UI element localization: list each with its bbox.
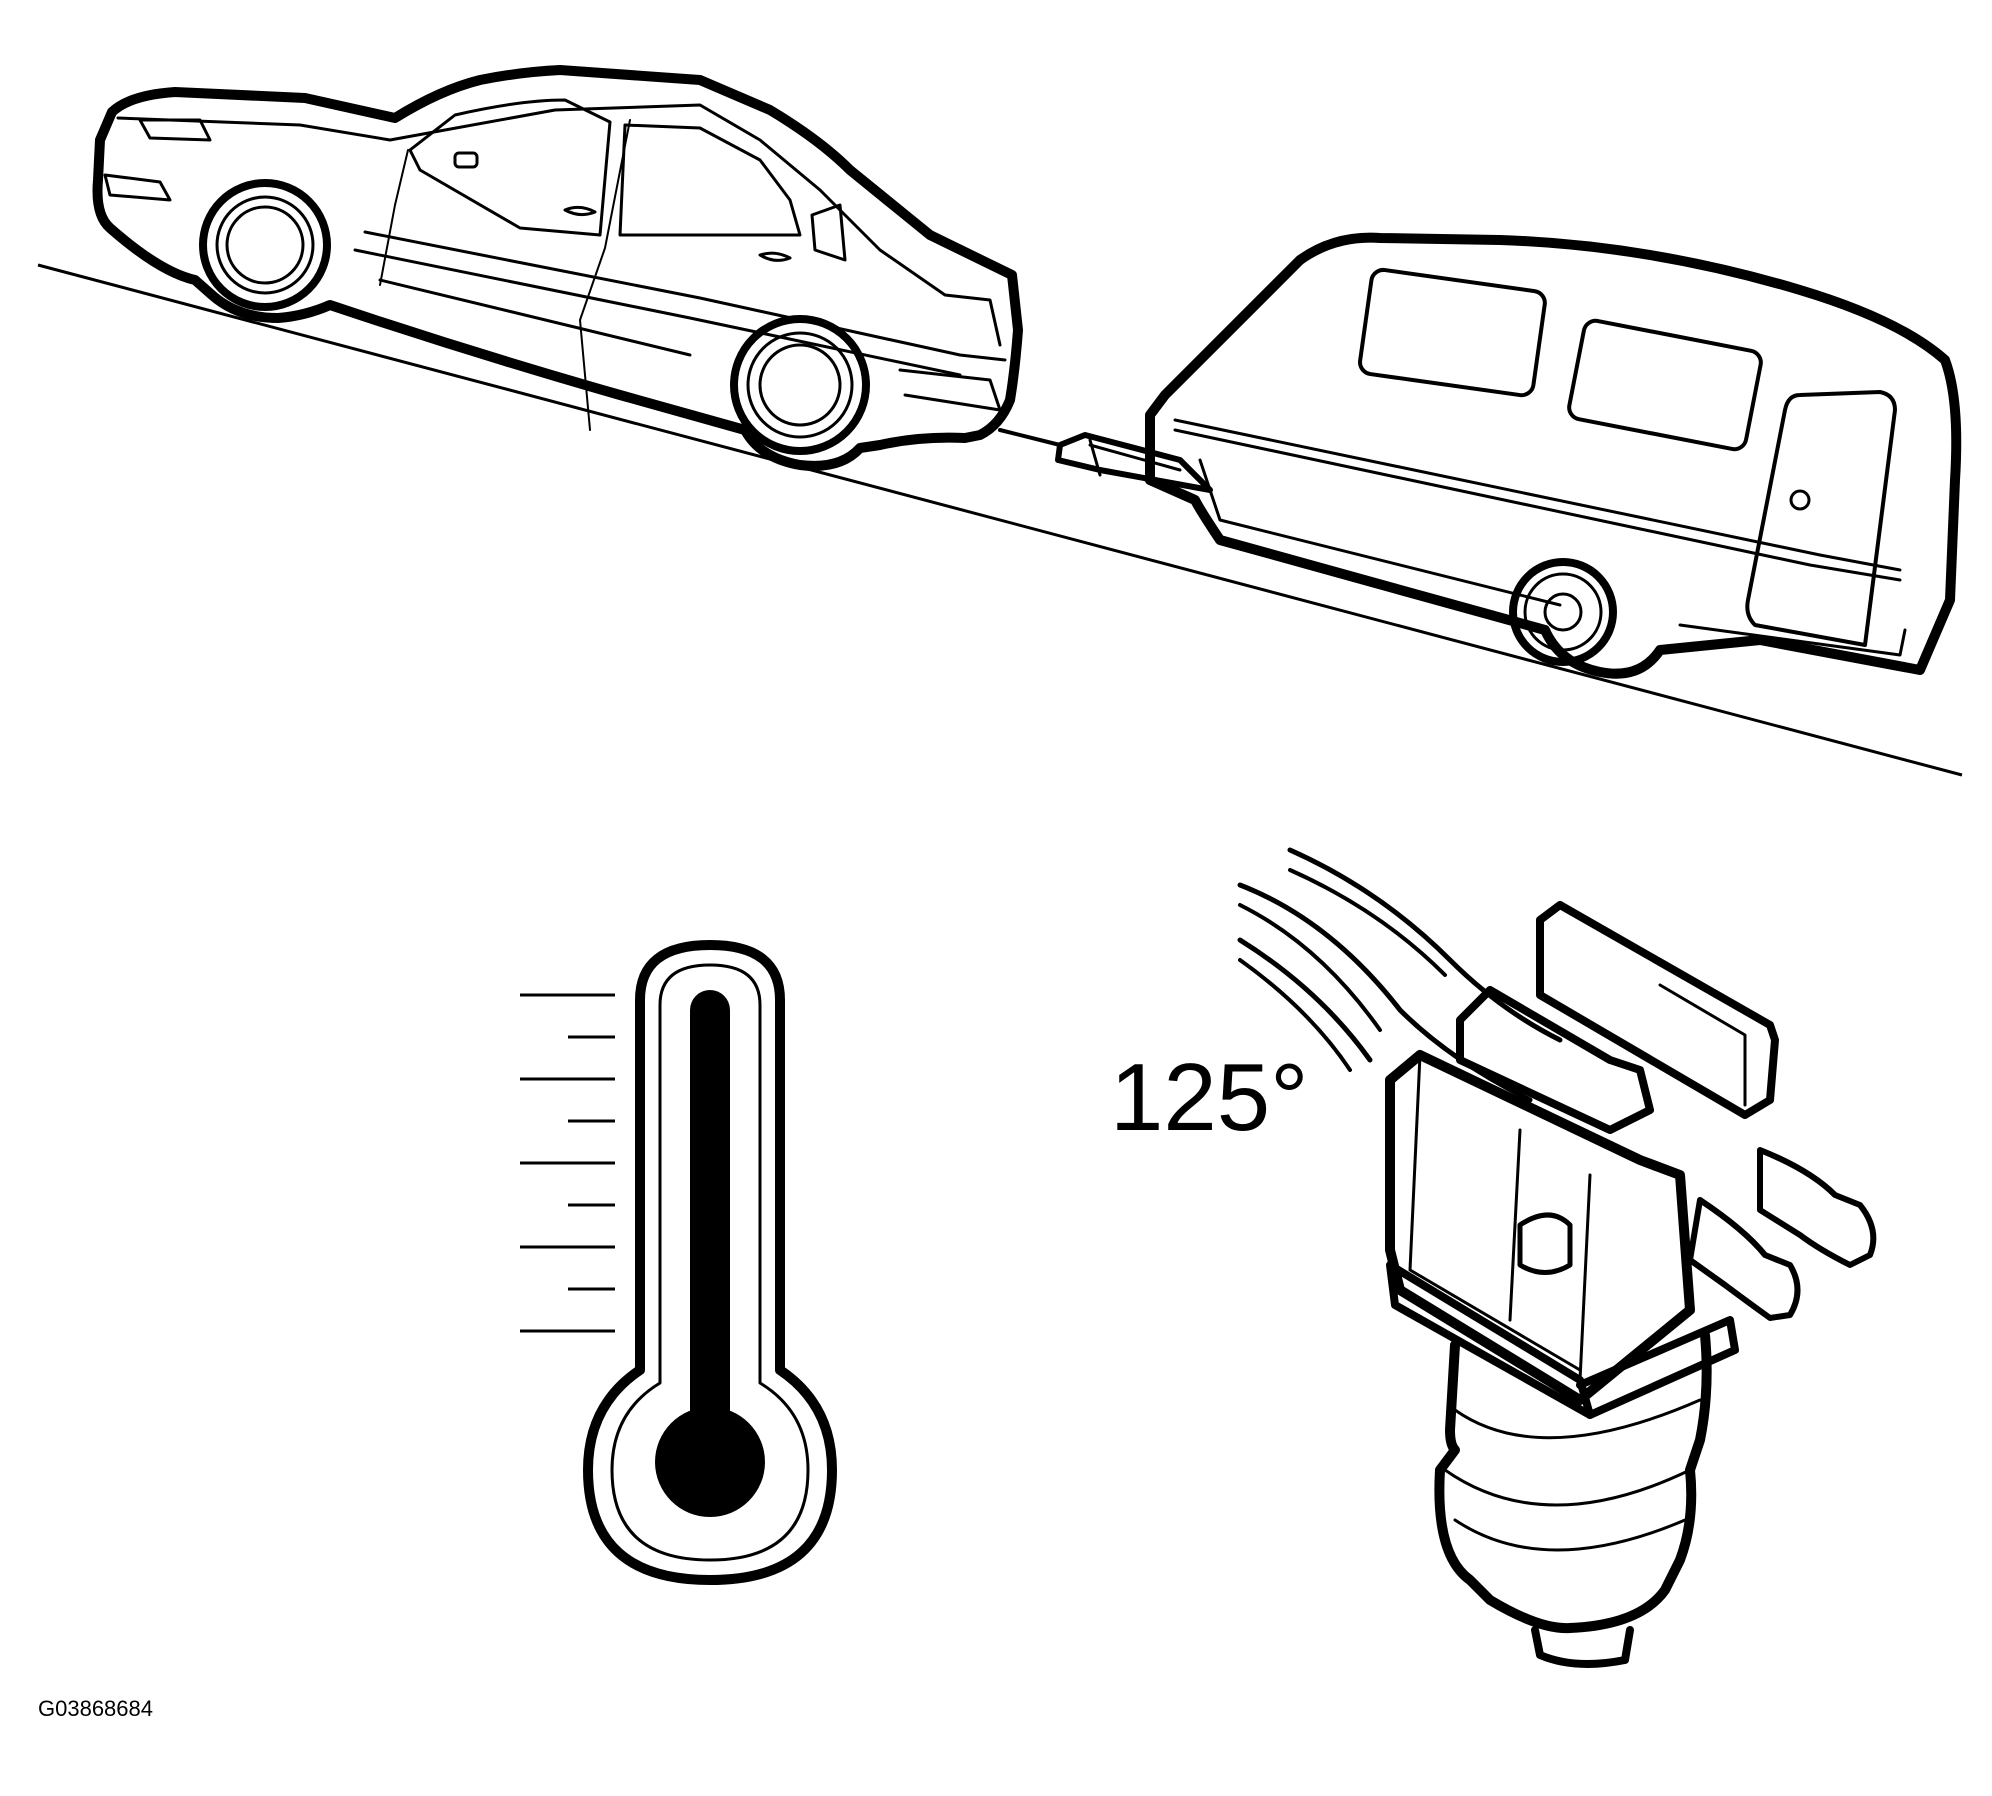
trailer-wheel (1509, 558, 1617, 666)
figure-id-label: G03868684 (38, 1696, 153, 1721)
temperature-sensor-connector-icon (1237, 847, 1877, 1668)
thermometer-mercury (690, 990, 730, 1430)
thermometer-icon (520, 940, 837, 1585)
temperature-label: 125° (1110, 1044, 1309, 1151)
caravan-trailer-icon (1145, 232, 1962, 679)
trailer-door (1745, 390, 1897, 647)
sedan-car-icon (92, 65, 1023, 471)
thermometer-scale (520, 993, 615, 1333)
road-incline-line (37, 263, 1963, 777)
front-wheel (199, 179, 331, 311)
tow-hitch (998, 428, 1213, 493)
rear-wheel (730, 315, 870, 455)
trailer-window-left (1358, 267, 1547, 398)
trailer-window-right (1567, 318, 1763, 452)
